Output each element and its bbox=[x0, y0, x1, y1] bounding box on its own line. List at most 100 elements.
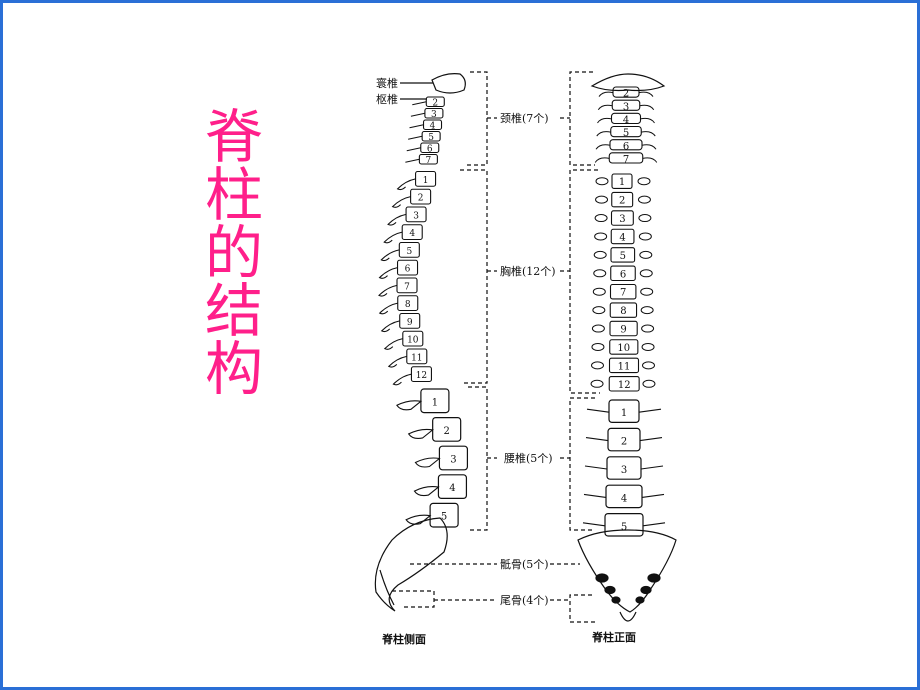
spinous-process bbox=[414, 457, 441, 468]
vertebra-number-front: 6 bbox=[620, 269, 626, 280]
axis-label: 枢椎 bbox=[376, 92, 398, 106]
vertebra-number-side: 3 bbox=[450, 455, 456, 466]
transverse-process bbox=[595, 144, 657, 150]
vertebra-number-front: 3 bbox=[621, 465, 627, 476]
title-char: 柱 bbox=[204, 161, 263, 229]
spinous-process bbox=[380, 249, 400, 262]
rib-facet-left bbox=[591, 324, 605, 333]
vertebra-number-side: 4 bbox=[449, 483, 455, 494]
transverse-process bbox=[596, 131, 656, 137]
region-brackets bbox=[392, 71, 600, 623]
thoracic-bracket-left bbox=[460, 169, 488, 384]
thoracic-label: 胸椎(12个) bbox=[500, 264, 556, 278]
spinous-process bbox=[413, 486, 440, 497]
rib-facet-right bbox=[640, 306, 654, 315]
vertebra-number-side: 4 bbox=[409, 229, 415, 239]
vertebra-number-side: 7 bbox=[404, 282, 410, 292]
thoracic-vertebra-front bbox=[608, 357, 640, 374]
thoracic-vertebra-front bbox=[610, 247, 636, 263]
vertebra-number-side: 10 bbox=[407, 336, 419, 346]
spinous-process bbox=[406, 147, 421, 152]
sacrum-label: 骶骨(5个) bbox=[500, 558, 549, 571]
lumbar-vertebra-front bbox=[605, 484, 643, 509]
vertebra-number-side: 4 bbox=[430, 121, 436, 131]
vertebra-number-side: 2 bbox=[418, 194, 424, 204]
transverse-process bbox=[582, 522, 666, 527]
spinous-process bbox=[412, 101, 427, 106]
vertebra-number-side: 3 bbox=[431, 110, 437, 120]
rib-facet-left bbox=[595, 177, 609, 186]
transverse-process bbox=[583, 493, 665, 498]
lateral-view-caption: 脊柱侧面 bbox=[381, 632, 426, 646]
spinous-process bbox=[408, 135, 423, 140]
transverse-process bbox=[586, 408, 662, 413]
title-char: 脊 bbox=[204, 103, 263, 171]
vertebra-number-front: 5 bbox=[620, 251, 626, 262]
thoracic-vertebra-front bbox=[611, 191, 634, 208]
rib-facet-left bbox=[595, 195, 609, 204]
atlas-side bbox=[431, 73, 466, 94]
title-char: 构 bbox=[204, 335, 263, 403]
rib-facet-left bbox=[592, 287, 606, 296]
spinous-process bbox=[409, 124, 424, 129]
coccyx-front bbox=[619, 611, 637, 622]
rib-facet-left bbox=[593, 269, 607, 278]
cervical-bracket-right bbox=[569, 71, 595, 166]
vertebra-number-side: 11 bbox=[411, 353, 422, 363]
vertebra-number-side: 7 bbox=[426, 156, 432, 166]
rib-facet-left bbox=[594, 214, 608, 223]
rib-facet-left bbox=[594, 232, 608, 241]
spinous-process bbox=[378, 302, 398, 315]
rib-facet-right bbox=[640, 287, 654, 296]
rib-facet-right bbox=[639, 269, 653, 278]
lumbar-label: 腰椎(5个) bbox=[504, 451, 553, 465]
vertebra-number-front: 2 bbox=[621, 437, 627, 448]
transverse-process bbox=[584, 465, 664, 470]
rib-facet-right bbox=[641, 324, 655, 333]
vertebra-number-front: 5 bbox=[621, 522, 627, 533]
vertebra-number-front: 4 bbox=[619, 232, 625, 243]
sacrum-side bbox=[374, 517, 448, 612]
rib-facet-right bbox=[638, 214, 652, 223]
thoracic-vertebra-front bbox=[608, 376, 640, 392]
lumbar-vertebra-front bbox=[607, 427, 641, 452]
title-char: 结 bbox=[204, 277, 263, 345]
lumbar-vertebra-front bbox=[606, 456, 642, 480]
vertebra-number-side: 5 bbox=[406, 247, 412, 257]
vertebra-number-side: 6 bbox=[427, 144, 433, 154]
vertebra-number-front: 6 bbox=[623, 141, 629, 152]
vertebra-number-front: 7 bbox=[620, 288, 626, 299]
spinous-process bbox=[387, 213, 407, 226]
coccyx-label: 尾骨(4个) bbox=[500, 594, 549, 607]
spinous-process bbox=[391, 196, 411, 208]
spinous-process bbox=[378, 267, 398, 279]
coccyx-side bbox=[379, 569, 395, 606]
cervical-bracket-left bbox=[466, 71, 488, 166]
vertebra-number-front: 1 bbox=[619, 177, 625, 188]
rib-facet-right bbox=[641, 342, 655, 351]
rib-facet-right bbox=[639, 250, 653, 259]
vertebra-number-front: 3 bbox=[623, 102, 629, 113]
vertebra-number-side: 3 bbox=[413, 211, 419, 221]
vertebra-number-side: 8 bbox=[405, 300, 411, 310]
sacral-foramina bbox=[595, 573, 661, 604]
vertebra-number-side: 6 bbox=[405, 265, 411, 275]
spinous-process bbox=[407, 428, 434, 439]
rib-facet-right bbox=[637, 195, 651, 204]
vertebra-number-front: 7 bbox=[623, 154, 629, 165]
rib-facet-left bbox=[590, 379, 604, 388]
vertebra-number-side: 5 bbox=[428, 133, 434, 143]
thoracic-vertebra-front bbox=[609, 283, 637, 300]
vertebra-number-front: 4 bbox=[623, 115, 629, 126]
vertebra-number-side: 2 bbox=[432, 98, 438, 108]
thoracic-vertebra-front bbox=[610, 210, 634, 226]
rib-facet-right bbox=[637, 177, 651, 186]
vertebra-number-front: 2 bbox=[619, 196, 625, 207]
spinous-process bbox=[410, 112, 426, 117]
thoracic-vertebra-front bbox=[611, 173, 633, 189]
transverse-process bbox=[597, 104, 655, 111]
lumbar-bracket-left bbox=[468, 386, 488, 531]
vertebra-number-side: 12 bbox=[416, 371, 427, 381]
